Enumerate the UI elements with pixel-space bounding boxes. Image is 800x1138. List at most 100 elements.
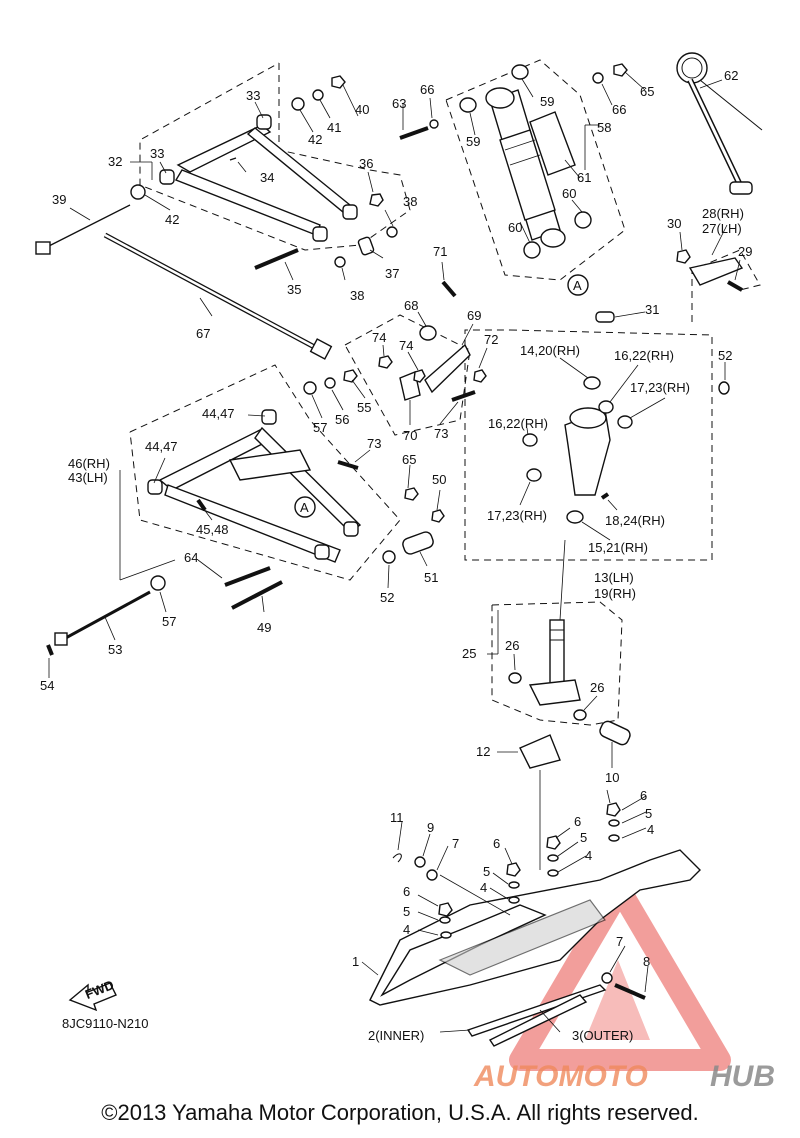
washer-5-b [508,881,520,889]
washer-4-b [508,896,520,904]
bushing-59-top [511,64,529,80]
cap-31 [595,311,615,323]
callout: 6 [403,884,410,899]
bolt-73-lower [337,460,359,470]
callout: 28(RH) [702,206,744,221]
callout: 11 [390,810,404,825]
callout: 8 [643,954,650,969]
nut-74-b [413,369,426,383]
nut-72 [473,369,487,383]
callout: 6 [640,788,647,803]
bushing-59-left [459,97,477,113]
copyright-text: ©2013 Yamaha Motor Corporation, U.S.A. A… [101,1100,699,1125]
callout: 38 [403,194,417,209]
runner-2-inner [466,984,607,1037]
callout: 45,48 [196,522,229,537]
callout: A [300,500,309,515]
callout: 41 [327,120,341,135]
callout: 59 [540,94,554,109]
washer-7-a [426,869,438,881]
callout: 7 [452,836,459,851]
callout: 66 [612,102,626,117]
washer-66-right [592,72,604,84]
spindle-group-box [464,329,713,561]
callout: 6 [493,836,500,851]
callout: 34 [260,170,274,185]
block-12 [519,734,561,769]
seal-16-22-upper [598,400,614,414]
callout: 1 [352,954,359,969]
callout: 17,23(RH) [630,380,690,395]
callout: 35 [287,282,301,297]
callout: A [573,278,582,293]
washer-4-a [440,931,452,939]
bracket-69 [424,343,471,394]
runner-3-outer [488,994,588,1047]
fwd-arrow-icon [68,982,117,1012]
nut-36 [369,193,384,207]
fitting-45-48 [196,498,207,512]
bushing-26-left [508,672,522,684]
upper-a-arm [159,114,358,242]
watermark-triangle [509,879,731,1071]
bushing-15-21 [566,510,584,524]
callout: 2(INNER) [368,1028,424,1043]
callout: 68 [404,298,418,313]
callout: 46(RH) [68,456,110,471]
nut-6-d [606,802,621,817]
callout: 56 [335,412,349,427]
callout: 16,22(RH) [488,416,548,431]
callout: 44,47 [202,406,235,421]
pin-11 [392,853,402,863]
callout: 66 [420,82,434,97]
fitting-54 [46,644,54,656]
ref-circle-a-top [567,274,589,296]
callout: 3(OUTER) [572,1028,633,1043]
callout: 40 [355,102,369,117]
callout: 7 [616,934,623,949]
callout: 42 [165,212,179,227]
callout: 14,20(RH) [520,343,580,358]
shock-absorber [485,87,566,248]
washer-57-upper [303,381,317,395]
callout: 70 [403,428,417,443]
callout: 73 [434,426,448,441]
callout: 26 [590,680,604,695]
callout: 4 [585,848,592,863]
callout: 5 [483,864,490,879]
nut-50 [431,509,445,523]
callout: 69 [467,308,481,323]
callout: 27(LH) [702,221,742,236]
callout: 9 [427,820,434,835]
nut-30 [676,249,691,264]
callout: 58 [597,120,611,135]
bolt-29 [727,280,743,292]
collar-10 [599,720,631,746]
fitting-18-24 [600,492,610,500]
upper-arm-group-box [139,62,411,251]
nut-40 [331,75,346,89]
callout: 36 [359,156,373,171]
callout: 26 [505,638,519,653]
bolt-49 [231,580,283,610]
bushing-68 [419,325,437,341]
steering-arm-27-28 [688,257,744,286]
callout: 18,24(RH) [605,513,665,528]
washer-7-b [601,972,613,984]
callout: 10 [605,770,619,785]
callout: 73 [367,436,381,451]
nut-6-a [438,902,453,917]
callout: 72 [484,332,498,347]
bolt-53 [61,590,151,642]
callout: 13(LH) [594,570,634,585]
callout: 71 [433,244,447,259]
callout: 55 [357,400,371,415]
link-group-box [344,314,471,436]
callout: 25 [462,646,476,661]
bolt-73-upper [451,390,476,402]
washer-5-a [439,916,451,924]
callout: 51 [424,570,438,585]
callout: 53 [108,642,122,657]
callout: 4 [403,922,410,937]
callout: 32 [108,154,122,169]
